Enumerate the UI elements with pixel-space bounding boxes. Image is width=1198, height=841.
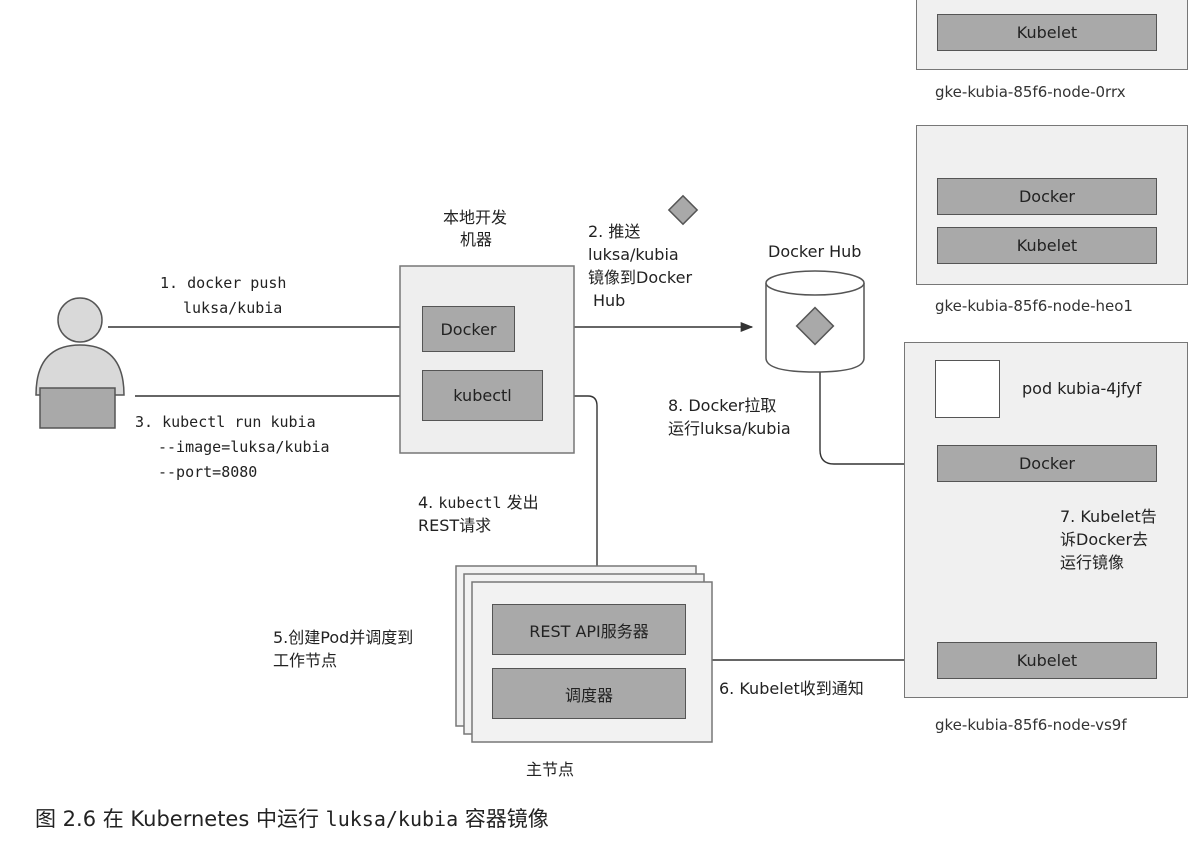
docker-hub-label: Docker Hub	[768, 242, 862, 261]
node-bot-name: gke-kubia-85f6-node-vs9f	[935, 716, 1127, 734]
step3-label-2: --image=luksa/kubia	[158, 438, 330, 456]
step5-label-1: 5.创建Pod并调度到	[273, 628, 414, 647]
step6-label: 6. Kubelet收到通知	[719, 679, 864, 698]
master-label: 主节点	[526, 760, 575, 779]
step7-label-1: 7. Kubelet告	[1060, 507, 1157, 526]
step7-label-2: 诉Docker去	[1060, 530, 1149, 549]
arrow-pull	[819, 372, 932, 470]
local-kubectl: kubectl	[422, 370, 543, 421]
step1-label: 1. docker push	[160, 274, 287, 292]
master-api-server: REST API服务器	[492, 604, 686, 655]
node-mid-docker: Docker	[937, 178, 1157, 215]
step7-label-3: 运行镜像	[1060, 553, 1125, 572]
node-bot-kubelet: Kubelet	[937, 642, 1157, 679]
local-docker: Docker	[422, 306, 515, 352]
step2-label-2: luksa/kubia	[588, 245, 679, 264]
local-machine-title: 本地开发	[443, 208, 508, 227]
node-mid-name: gke-kubia-85f6-node-heo1	[935, 297, 1133, 315]
local-machine-panel	[399, 265, 575, 454]
pod-label: pod kubia-4jfyf	[1022, 379, 1142, 398]
step8-label-1: 8. Docker拉取	[668, 396, 777, 415]
step2-label-4: Hub	[593, 291, 626, 310]
step1-label-2: luksa/kubia	[183, 299, 283, 317]
user-icon	[35, 297, 125, 429]
node-top-kubelet: Kubelet	[937, 14, 1157, 51]
step2-label-3: 镜像到Docker	[588, 268, 693, 287]
step3-label-3: --port=8080	[158, 463, 258, 481]
local-machine-title-2: 机器	[460, 230, 493, 249]
docker-hub-cylinder-icon	[765, 270, 865, 373]
node-mid-kubelet: Kubelet	[937, 227, 1157, 264]
step4-label-1: 4. kubectl 发出	[418, 493, 539, 512]
step3-label-1: 3. kubectl run kubia	[135, 413, 316, 431]
node-bot-docker: Docker	[937, 445, 1157, 482]
master-scheduler: 调度器	[492, 668, 686, 719]
pod-frame	[935, 360, 1000, 418]
step2-label-1: 2. 推送	[588, 222, 641, 241]
step8-label-2: 运行luksa/kubia	[668, 419, 791, 438]
step5-label-2: 工作节点	[273, 651, 338, 670]
node-top-name: gke-kubia-85f6-node-0rrx	[935, 83, 1126, 101]
figure-caption: 图 2.6 在 Kubernetes 中运行 luksa/kubia 容器镜像	[35, 807, 549, 831]
arrow-rest-request	[543, 395, 603, 602]
step4-label-2: REST请求	[418, 516, 492, 535]
image-diamond-icon	[667, 194, 699, 226]
